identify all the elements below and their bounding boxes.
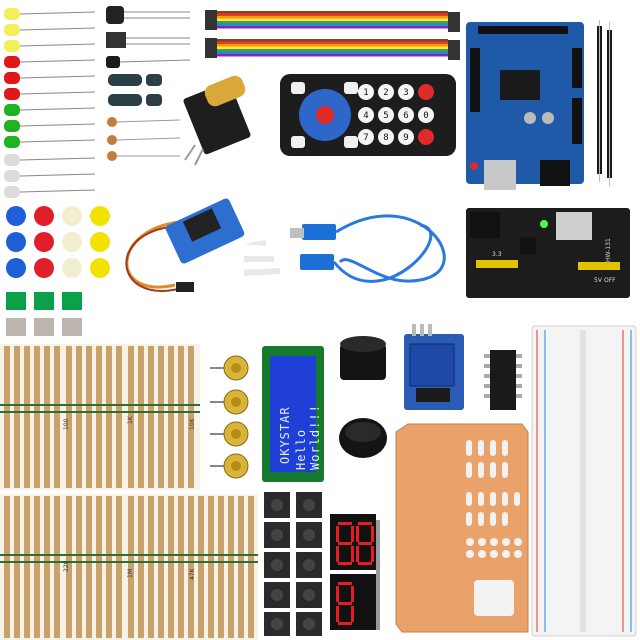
arduino-uno-board	[466, 22, 584, 190]
resistor-label-1m: 1M	[127, 569, 134, 578]
resistors: 100 1K 10K 220 47K 1M	[0, 344, 258, 640]
button-caps	[6, 206, 110, 336]
breadboard	[531, 325, 637, 637]
remote-key-0: 0	[423, 111, 428, 121]
servo-motor	[125, 198, 280, 292]
remote-key-9: 9	[403, 133, 408, 143]
remote-key-2: 2	[383, 88, 388, 98]
reset-button-icon	[470, 162, 478, 170]
remote-key-4: 4	[363, 111, 368, 121]
remote-key-3: 3	[403, 88, 408, 98]
photoresistor	[107, 117, 117, 127]
resistor-bundle-bottom	[4, 496, 254, 638]
resistor-label-47k: 47K	[189, 567, 196, 580]
ir-receiver-part	[106, 6, 124, 24]
usb-a-port	[556, 212, 592, 240]
seven-segment-displays	[330, 514, 380, 630]
lcd-line-1: OKYSTAR	[278, 406, 292, 464]
power-module-off-label: OFF	[604, 277, 616, 284]
power-module-model-label: HW-131	[605, 238, 612, 262]
resistor-label-220: 220	[63, 560, 70, 572]
tactile-buttons	[264, 492, 322, 636]
small-sensors	[106, 6, 191, 161]
resistor-label-1k: 1K	[127, 415, 134, 424]
lcd-line-2: Hello World!!!	[294, 404, 322, 470]
ir-remote: 1 2 3 4 5 6 7 8 9 0	[280, 74, 456, 156]
remote-key-1: 1	[363, 88, 368, 98]
microcontroller-chip	[500, 70, 540, 100]
jumper-wires	[205, 10, 460, 60]
power-module-33v-label: 3.3	[492, 251, 502, 258]
resistor-bundle-top	[4, 346, 194, 488]
power-module: HW-131 3.3 5V OFF	[466, 208, 630, 298]
resistor-label-100: 100	[63, 418, 70, 430]
dc-barrel-jack	[540, 160, 570, 186]
buzzers	[339, 336, 387, 458]
laser-module	[183, 75, 251, 166]
electrolytic-capacitor	[108, 74, 142, 86]
remote-key-5: 5	[383, 111, 388, 121]
led-red	[4, 56, 96, 100]
remote-key-6: 6	[403, 111, 408, 121]
lcd-module	[262, 346, 324, 482]
led-white	[4, 154, 96, 198]
rubber-feet	[474, 580, 514, 616]
resistor-label-10k: 10K	[189, 417, 196, 430]
header-pins	[597, 20, 612, 186]
led-column	[4, 8, 96, 198]
relay-module	[404, 324, 464, 410]
led-green	[4, 104, 96, 148]
power-module-5v-label: 5V	[594, 277, 603, 284]
tilt-sensor	[106, 32, 126, 48]
usb-b-port	[484, 160, 516, 190]
acrylic-plate	[395, 423, 529, 633]
led-yellow	[4, 8, 96, 52]
remote-key-7: 7	[363, 133, 368, 143]
ic-chip	[484, 350, 522, 410]
potentiometers	[210, 355, 249, 479]
usb-cable	[290, 214, 446, 283]
remote-key-8: 8	[383, 133, 388, 143]
